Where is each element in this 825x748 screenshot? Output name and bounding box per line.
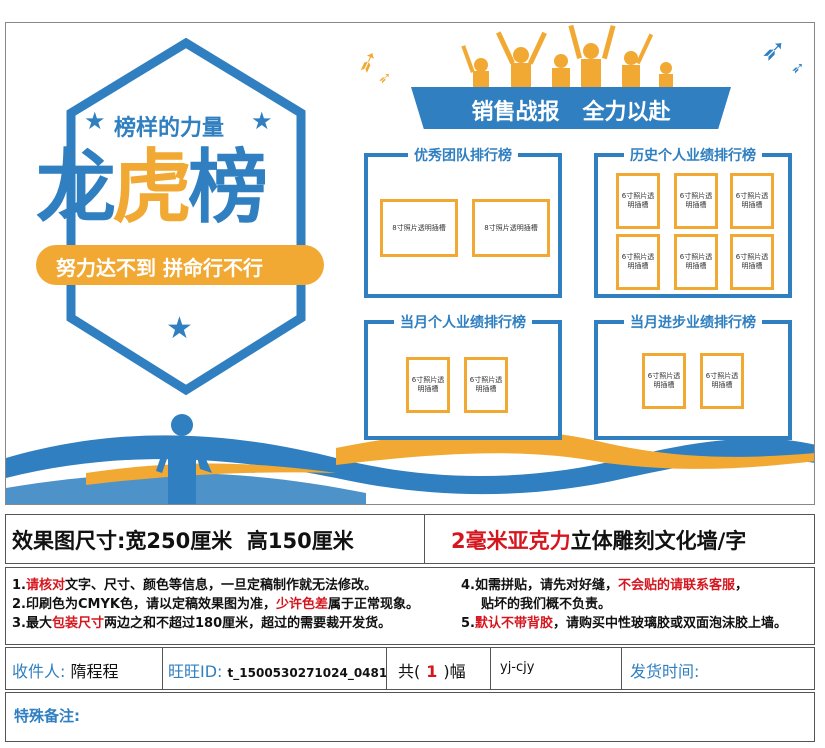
board-title: 历史个人业绩排行榜 <box>624 145 762 165</box>
material-rest: 立体雕刻文化墙/字 <box>570 529 747 553</box>
bird-icon: ➶ <box>761 33 787 68</box>
row-divider <box>424 515 425 563</box>
photo-slot: 6寸照片透明插槽 <box>730 234 774 290</box>
main-title-char-3: 榜 <box>188 141 268 234</box>
notes-row: 1.请核对文字、尺寸、颜色等信息，一旦定稿制作就无法修改。 2.印刷色为CMYK… <box>5 567 815 645</box>
star-icon: ★ <box>166 311 193 346</box>
bird-icon: ➶ <box>378 68 392 87</box>
wangwang-label: 旺旺ID: <box>168 662 223 681</box>
header-banner-text: 销售战报 全力以赴 <box>471 100 671 125</box>
note-item: 5.默认不带背胶，请购买中性玻璃胶或双面泡沫胶上墙。 <box>461 616 788 631</box>
notes-left: 1.请核对文字、尺寸、颜色等信息，一旦定稿制作就无法修改。 2.印刷色为CMYK… <box>12 576 419 633</box>
cell-divider <box>621 648 622 689</box>
count-value: 1 <box>426 662 438 681</box>
photo-slot: 6寸照片透明插槽 <box>730 173 774 229</box>
board-monthly-individual-ranking: 当月个人业绩排行榜 6寸照片透明插槽 6寸照片透明插槽 <box>364 312 562 440</box>
size-label: 效果图尺寸:宽250厘米 高150厘米 <box>12 525 354 555</box>
photo-slot: 6寸照片透明插槽 <box>616 234 660 290</box>
star-icon: ★ <box>251 107 273 135</box>
note-item: 4.如需拼贴，请先对好缝，不会贴的请联系客服， <box>461 578 749 593</box>
notes-right: 4.如需拼贴，请先对好缝，不会贴的请联系客服， 贴坏的我们概不负责。 5.默认不… <box>461 576 787 633</box>
wangwang-value: t_1500530271024_0481 <box>227 666 388 680</box>
hexagon-emblem <box>66 38 306 396</box>
photo-slot: 8寸照片透明插槽 <box>380 199 458 257</box>
note-item: 3.最大包装尺寸两边之和不超过180厘米，超过的需要裁开发货。 <box>12 616 392 631</box>
wangwang-cell: 旺旺ID: t_1500530271024_0481 <box>168 658 387 682</box>
remark-label: 特殊备注: <box>14 707 80 725</box>
note-item: 贴坏的我们概不负责。 <box>481 597 612 612</box>
note-item: 1.请核对文字、尺寸、颜色等信息，一旦定稿制作就无法修改。 <box>12 578 378 593</box>
remark-row: 特殊备注: <box>5 692 815 742</box>
photo-slot: 6寸照片透明插槽 <box>642 353 686 409</box>
count-post: )幅 <box>443 662 466 681</box>
photo-slot: 6寸照片透明插槽 <box>674 173 718 229</box>
cell-divider <box>162 648 163 689</box>
note-item: 2.印刷色为CMYK色，请以定稿效果图为准，少许色差属于正常现象。 <box>12 597 419 612</box>
person-silhouette <box>156 414 212 504</box>
main-title-char-2: 虎 <box>112 141 192 234</box>
tagline: 榜样的力量 <box>114 116 225 141</box>
size-value: 宽250厘米 高150厘米 <box>125 529 354 553</box>
main-title: 龙虎榜 <box>36 141 268 234</box>
main-title-char-1: 龙 <box>36 141 116 234</box>
order-row: 收件人: 隋程程 旺旺ID: t_1500530271024_0481 共( 1)… <box>5 647 815 690</box>
recipient-name: 隋程程 <box>70 662 119 681</box>
photo-slot: 6寸照片透明插槽 <box>700 353 744 409</box>
bird-icon: ➶ <box>791 58 805 77</box>
design-preview: ★ ★ ★ 榜样的力量 龙虎榜 努力达不到 拼命行不行 ➶ ➶ ➶ ➶ 销售战报… <box>5 22 815 505</box>
board-title: 当月进步业绩排行榜 <box>624 312 762 332</box>
board-history-individual-ranking: 历史个人业绩排行榜 6寸照片透明插槽 6寸照片透明插槽 6寸照片透明插槽 6寸照… <box>594 145 792 298</box>
ship-time-label: 发货时间: <box>630 662 700 681</box>
board-team-ranking: 优秀团队排行榜 8寸照片透明插槽 8寸照片透明插槽 <box>364 145 562 298</box>
photo-slot: 8寸照片透明插槽 <box>472 199 550 257</box>
size-label-text: 效果图尺寸: <box>12 529 126 553</box>
slogan-banner <box>36 245 324 285</box>
recipient-cell: 收件人: 隋程程 <box>12 658 119 682</box>
cell-divider <box>490 648 491 689</box>
recipient-label: 收件人: <box>12 662 66 681</box>
header-banner <box>411 87 731 129</box>
photo-slot: 6寸照片透明插槽 <box>674 234 718 290</box>
photo-slot: 6寸照片透明插槽 <box>616 173 660 229</box>
material-highlight: 2毫米亚克力 <box>451 529 571 553</box>
star-icon: ★ <box>84 107 106 135</box>
code-cell: yj-cjy <box>500 660 535 675</box>
cheering-crowd-silhouette <box>461 24 673 93</box>
cell-divider <box>386 648 387 689</box>
size-row: 效果图尺寸:宽250厘米 高150厘米 2毫米亚克力立体雕刻文化墙/字 <box>5 514 815 564</box>
material-label: 2毫米亚克力立体雕刻文化墙/字 <box>451 525 746 555</box>
photo-slot: 6寸照片透明插槽 <box>464 357 508 413</box>
count-cell: 共( 1 )幅 <box>398 658 466 682</box>
count-pre: 共( <box>398 662 421 681</box>
board-title: 当月个人业绩排行榜 <box>394 312 532 332</box>
board-title: 优秀团队排行榜 <box>408 145 518 165</box>
board-monthly-progress-ranking: 当月进步业绩排行榜 6寸照片透明插槽 6寸照片透明插槽 <box>594 312 792 440</box>
slogan: 努力达不到 拼命行不行 <box>56 256 263 280</box>
photo-slot: 6寸照片透明插槽 <box>406 357 450 413</box>
